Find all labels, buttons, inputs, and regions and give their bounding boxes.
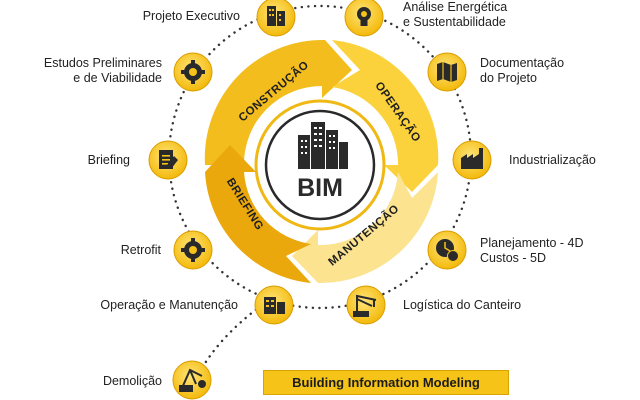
demolition-crane-icon xyxy=(179,368,206,392)
footer-title: Building Information Modeling xyxy=(292,375,480,390)
office-building-icon xyxy=(264,297,285,314)
label-industrializacao: Industrialização xyxy=(509,153,596,167)
segment-construcao xyxy=(204,39,352,165)
building-plan-icon xyxy=(267,6,285,26)
label-planejamento: Planejamento - 4D Custos - 5D xyxy=(480,236,584,265)
lightbulb-icon xyxy=(357,7,371,26)
node-analise-energetica xyxy=(344,0,384,37)
node-estudos-preliminares xyxy=(173,52,213,92)
building-icon xyxy=(298,122,348,169)
label-operacao-manutencao: Operação e Manutenção xyxy=(100,298,238,312)
label-projeto-executivo: Projeto Executivo xyxy=(142,9,240,23)
segment-manutencao xyxy=(292,172,438,284)
gear-building-icon xyxy=(181,60,205,84)
node-demolicao xyxy=(172,360,212,400)
node-projeto-executivo xyxy=(256,0,296,37)
label-briefing: Briefing xyxy=(87,153,130,167)
clock-money-icon xyxy=(436,239,459,262)
label-documentacao: Documentação do Projeto xyxy=(480,56,565,85)
label-analise-energetica: Análise Energética e Sustentabilidade xyxy=(403,0,508,29)
center-label: BIM xyxy=(297,174,343,202)
map-icon xyxy=(437,62,457,82)
footer-banner: Building Information Modeling xyxy=(263,370,509,395)
label-logistica: Logística do Canteiro xyxy=(403,298,522,312)
label-demolicao: Demolição xyxy=(102,374,162,388)
node-operacao-manutencao xyxy=(254,285,294,325)
node-documentacao xyxy=(427,52,467,92)
label-estudos-preliminares: Estudos Preliminares e de Viabilidade xyxy=(43,56,162,85)
node-industrializacao xyxy=(452,140,492,180)
segment-briefing xyxy=(205,145,311,283)
crane-icon xyxy=(353,294,377,317)
gear-wrench-icon xyxy=(181,238,205,262)
node-briefing xyxy=(148,140,188,180)
factory-icon xyxy=(461,148,483,169)
clipboard-pencil-icon xyxy=(159,150,178,169)
cycle-ring xyxy=(204,39,439,284)
segment-operacao xyxy=(332,40,439,192)
node-logistica xyxy=(346,285,386,325)
label-retrofit: Retrofit xyxy=(120,243,161,257)
node-retrofit xyxy=(173,230,213,270)
orbit-tail xyxy=(200,296,274,370)
node-planejamento xyxy=(427,230,467,270)
